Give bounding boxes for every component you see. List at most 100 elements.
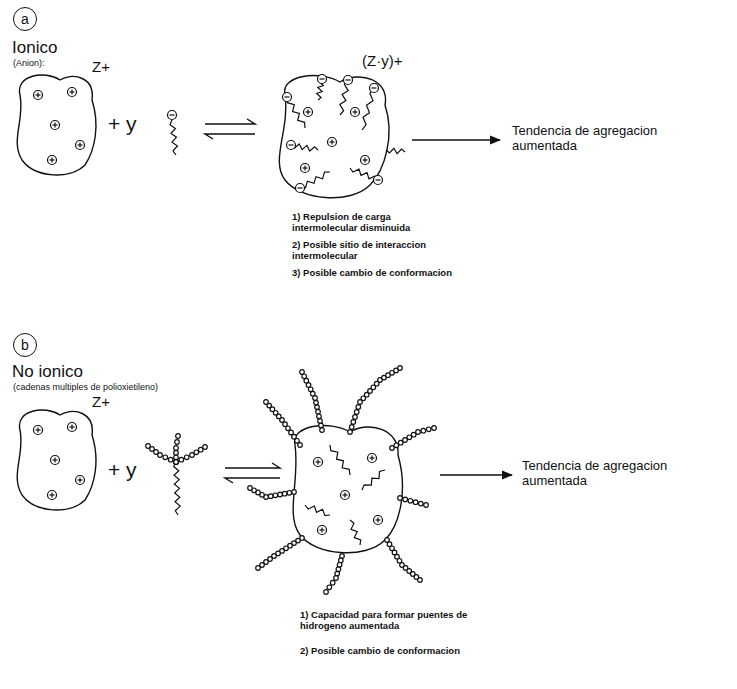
hydrocarbon-tail [386,148,405,153]
hydrocarbon-tail [340,80,348,115]
result-arrow [440,474,512,475]
charge-symbol [318,75,327,84]
charge-symbol [79,143,80,148]
polyoxyethylene-bead [413,500,418,505]
polyoxyethylene-bead [320,428,325,433]
charge-symbol [331,140,332,145]
charge-symbol [370,84,379,93]
charge-symbol [54,458,55,463]
polyoxyethylene-bead [146,444,151,449]
polyoxyethylene-bead [163,455,168,460]
polyoxyethylene-bead [174,450,179,455]
charge-symbol [298,187,303,188]
charge-symbol [289,144,294,145]
charge-symbol [372,87,377,88]
charge-symbol [54,123,55,128]
polyoxyethylene-bead [327,585,332,590]
polyoxyethylene-bead [316,409,321,414]
polyoxyethylene-bead [174,460,179,465]
charge-symbol [296,184,305,193]
polyoxyethylene-bead [174,455,179,460]
equilibrium-arrow [225,478,280,483]
result-note: Tendencia de agregacion aumentada [512,124,672,154]
charge-symbol [51,121,60,130]
polyoxyethylene-bead [411,432,416,437]
polyoxyethylene-bead [403,497,408,502]
charge-symbol [321,528,322,533]
charge-label: Z+ [92,58,110,75]
polyoxyethylene-bead [292,490,297,495]
note-item: 1) Repulsion de carga intermolecular dis… [292,212,442,234]
charge-symbol [346,79,351,80]
charge-label: Z+ [92,393,110,410]
charge-symbol [307,110,308,115]
polyoxyethylene-bead [174,460,179,465]
polyoxyethylene-bead [334,576,339,581]
panel-title: Ionico [12,38,57,58]
charge-symbol [364,158,365,163]
polyoxyethylene-bead [315,405,320,410]
panel-letter-circle: a [13,7,37,31]
polyoxyethylene-bead [168,457,173,462]
charge-symbol [71,90,72,95]
note-item: 3) Posible cambio de conformacion [292,268,462,279]
polyoxyethylene-bead [330,580,335,585]
charge-symbol [48,491,57,500]
charge-label: (Z·y)+ [362,52,402,69]
polyoxyethylene-bead [426,427,431,432]
charge-symbol [374,176,383,185]
charge-symbol [304,108,313,117]
charge-symbol [51,158,52,163]
polyoxyethylene-bead [287,491,292,496]
charge-symbol [374,516,383,525]
polyoxyethylene-bead [351,420,356,425]
polyoxyethylene-bead [298,443,303,448]
polyoxyethylene-bead [324,590,329,595]
note-item: 2) Posible sitio de interaccion intermol… [292,240,442,262]
protein-outline [17,410,96,510]
polyoxyethylene-bead [390,446,395,451]
charge-symbol [168,111,177,120]
charge-symbol [301,164,310,173]
polyoxyethylene-bead [273,493,278,498]
polyoxyethylene-bead [424,503,429,508]
stoichiometry: + y [108,112,137,136]
polyoxyethylene-bead [283,422,288,427]
charge-symbol [76,476,85,485]
panel-letter-circle: b [13,333,37,357]
hydrocarbon-tail [170,120,178,155]
polyoxyethylene-bead [419,501,424,506]
charge-symbol [48,156,57,165]
polyoxyethylene-bead [198,447,203,452]
polyoxyethylene-bead [353,415,358,420]
charge-symbol [317,460,318,465]
charge-symbol [320,78,325,79]
result-note: Tendencia de agregacion aumentada [522,459,682,489]
polyoxyethylene-bead [289,430,294,435]
polyoxyethylene-bead [203,445,208,450]
panel-title: No ionico [12,362,83,382]
charge-symbol [341,491,350,500]
charge-symbol [37,428,38,433]
polyoxyethylene-bead [248,486,253,491]
charge-symbol [34,91,43,100]
polyoxyethylene-bead [348,430,353,435]
hydrocarbon-tail [330,445,350,475]
hydrocarbon-tail [362,470,385,490]
charge-symbol [37,93,38,98]
charge-symbol [318,526,327,535]
charge-symbol [351,108,360,117]
polyoxyethylene-bead [176,434,181,439]
charge-symbol [285,96,290,97]
charge-symbol [368,454,377,463]
polyoxyethylene-bead [190,453,195,458]
polyoxyethylene-bead [282,491,287,496]
protein-outline [17,75,96,175]
hydrocarbon-tail [350,520,361,545]
hydrocarbon-tail [362,88,374,130]
panel-letter: a [21,12,29,26]
polyoxyethylene-bead [398,440,403,445]
charge-symbol [68,88,77,97]
panel-subtitle: (cadenas multiples de polioxietileno) [13,382,158,392]
